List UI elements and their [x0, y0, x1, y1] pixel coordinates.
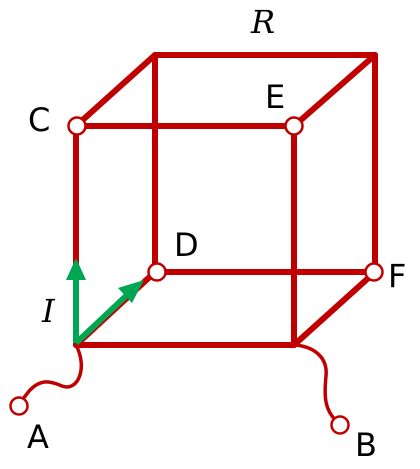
- label-a: A: [27, 418, 49, 456]
- label-c: C: [28, 101, 50, 139]
- arrow-up-head-icon: [66, 258, 86, 280]
- label-b: B: [355, 426, 377, 464]
- arrow-diag-shaft: [73, 293, 129, 346]
- lead-wires: [17, 343, 342, 426]
- node-a: [9, 396, 29, 416]
- edge-bottom-right-depth: [291, 269, 378, 348]
- wire-to-b: [292, 343, 342, 426]
- label-d: D: [174, 226, 199, 264]
- wire-to-a: [17, 343, 84, 407]
- current-arrows: [73, 278, 129, 346]
- label-r: R: [250, 3, 275, 41]
- node-b: [330, 415, 350, 435]
- label-f: F: [388, 257, 406, 295]
- node-d: [147, 262, 167, 282]
- node-c: [67, 116, 87, 136]
- label-i: I: [41, 292, 56, 330]
- node-f: [364, 262, 384, 282]
- node-e: [284, 116, 304, 136]
- arrow-diag-head-icon: [118, 280, 144, 303]
- nodes: [9, 116, 384, 435]
- label-e: E: [265, 78, 285, 116]
- edge-top-right-depth: [291, 52, 378, 129]
- edge-top-left-depth: [73, 52, 158, 129]
